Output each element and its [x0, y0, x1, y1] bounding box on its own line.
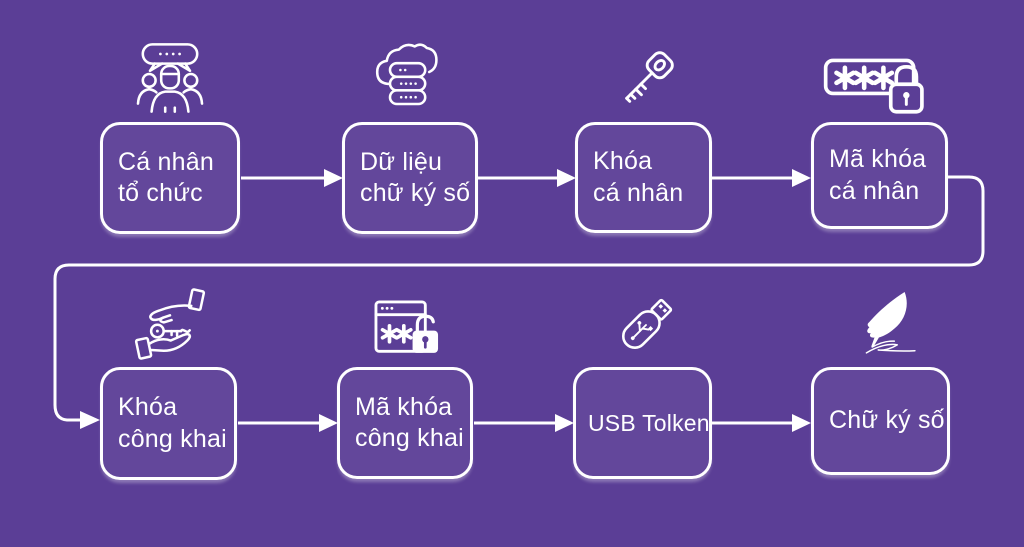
- arrow-3: [712, 169, 811, 187]
- node-label: Khóa cá nhân: [593, 147, 684, 207]
- usb-drive-icon: [608, 289, 684, 361]
- arrow-5: [474, 414, 574, 432]
- node-ca-nhan-to-chuc: Cá nhân tổ chức: [100, 122, 240, 234]
- node-khoa-ca-nhan: Khóa cá nhân: [575, 122, 712, 233]
- arrow-4: [238, 414, 338, 432]
- node-label: Chữ ký số: [829, 406, 945, 435]
- key-icon: [608, 44, 682, 116]
- password-lock-icon: [822, 54, 932, 120]
- node-khoa-cong-khai: Khóa công khai: [100, 367, 237, 480]
- node-label: Mã khóa công khai: [355, 392, 464, 453]
- quill-feather-icon: [850, 289, 924, 361]
- node-label: Mã khóa cá nhân: [829, 145, 927, 205]
- arrow-2: [478, 169, 576, 187]
- arrow-6: [712, 414, 811, 432]
- node-ma-khoa-ca-nhan: Mã khóa cá nhân: [811, 122, 948, 229]
- node-usb-token: USB Tolken: [573, 367, 712, 479]
- arrow-1: [241, 169, 343, 187]
- browser-lock-icon: [368, 297, 446, 361]
- hands-key-icon: [130, 287, 210, 361]
- people-group-icon: [130, 40, 210, 116]
- node-label: Cá nhân tổ chức: [118, 147, 214, 208]
- node-du-lieu-chu-ky-so: Dữ liệu chữ ký số: [342, 122, 478, 234]
- node-chu-ky-so: Chữ ký số: [811, 367, 950, 475]
- node-label: Khóa công khai: [118, 393, 227, 453]
- node-label: Dữ liệu chữ ký số: [360, 147, 471, 208]
- node-ma-khoa-cong-khai: Mã khóa công khai: [337, 367, 473, 479]
- node-label: USB Tolken: [588, 409, 710, 436]
- cloud-database-icon: [366, 36, 446, 116]
